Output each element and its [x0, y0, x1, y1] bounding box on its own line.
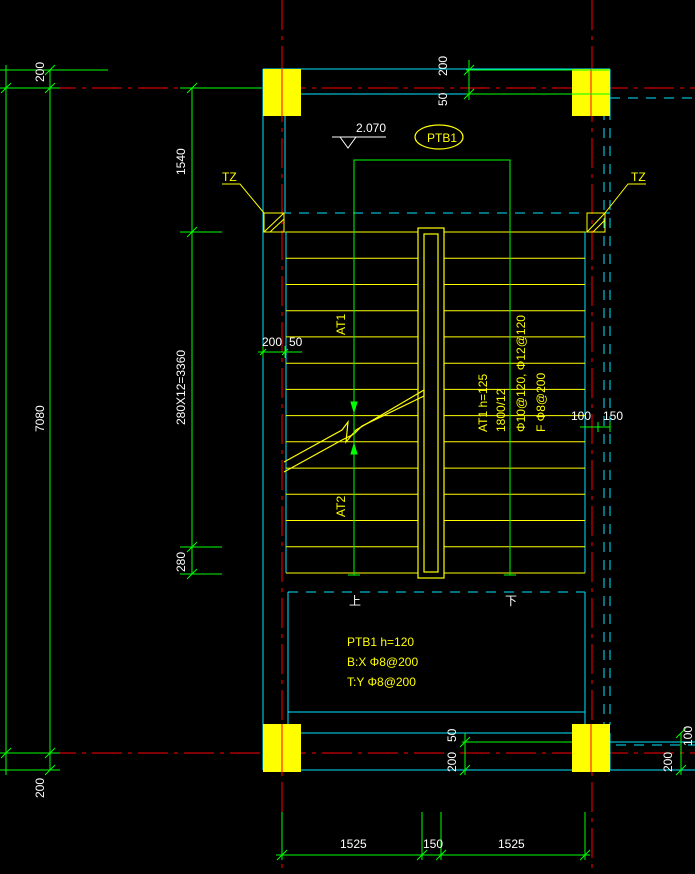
stair-well	[417, 227, 445, 579]
elevation-mark	[332, 136, 386, 149]
dim-top-50: 50	[436, 92, 450, 106]
dim-flight: 280X12=3360	[174, 350, 188, 425]
slab-tag-text: PTB1	[427, 131, 457, 145]
dim-bottom-100: 100	[681, 726, 695, 746]
dim-bottom-200-left: 200	[445, 752, 459, 772]
dim-bottom-1525-left: 1525	[340, 837, 367, 851]
dim-left-top-200: 200	[33, 62, 47, 82]
dim-left-total: 7080	[33, 405, 47, 432]
slab-tag-ellipse	[414, 124, 464, 150]
tz-beams	[222, 183, 646, 233]
dim-right-150: 150	[603, 409, 623, 423]
tz-right-label: TZ	[631, 170, 646, 184]
dimension-lines	[0, 60, 687, 861]
slab-spec-2: B:X Φ8@200	[347, 655, 418, 669]
dimension-texts: 200 7080 200 1540 280X12=3360 280 200 50…	[33, 56, 695, 851]
dim-top-200: 200	[436, 56, 450, 76]
at1-label: AT1	[334, 314, 348, 335]
stair-spec-4: F Φ8@200	[534, 373, 548, 432]
at2-label: AT2	[334, 496, 348, 517]
slab-spec-1: PTB1 h=120	[347, 635, 414, 649]
down-label: 下	[505, 594, 517, 608]
tz-left-label: TZ	[222, 170, 237, 184]
column-axis-marks	[281, 69, 592, 772]
dim-left-bottom-200: 200	[33, 778, 47, 798]
dim-1540: 1540	[174, 148, 188, 175]
dim-wall-50: 50	[289, 335, 303, 349]
stair-spec-1: AT1 h=125	[476, 374, 490, 432]
stair-spec-2: 1800/12	[494, 388, 508, 432]
dim-bottom-200-right: 200	[661, 752, 675, 772]
dim-wall-200: 200	[262, 335, 282, 349]
slab-spec-3: T:Y Φ8@200	[347, 675, 416, 689]
dim-right-100: 100	[571, 409, 591, 423]
dim-bottom-1525-right: 1525	[498, 837, 525, 851]
elevation-text: 2.070	[356, 121, 386, 135]
dim-280: 280	[174, 552, 188, 572]
up-label: 上	[349, 594, 361, 608]
label-texts: 2.070 PTB1 TZ TZ AT1 AT2 上 下 AT1 h=125 1…	[222, 121, 646, 689]
dim-bottom-150: 150	[423, 837, 443, 851]
hidden-lines	[263, 97, 695, 746]
walking-line	[348, 159, 516, 576]
stair-spec-3: Φ10@120, Φ12@120	[514, 315, 528, 432]
dim-bottom-50: 50	[445, 728, 459, 742]
